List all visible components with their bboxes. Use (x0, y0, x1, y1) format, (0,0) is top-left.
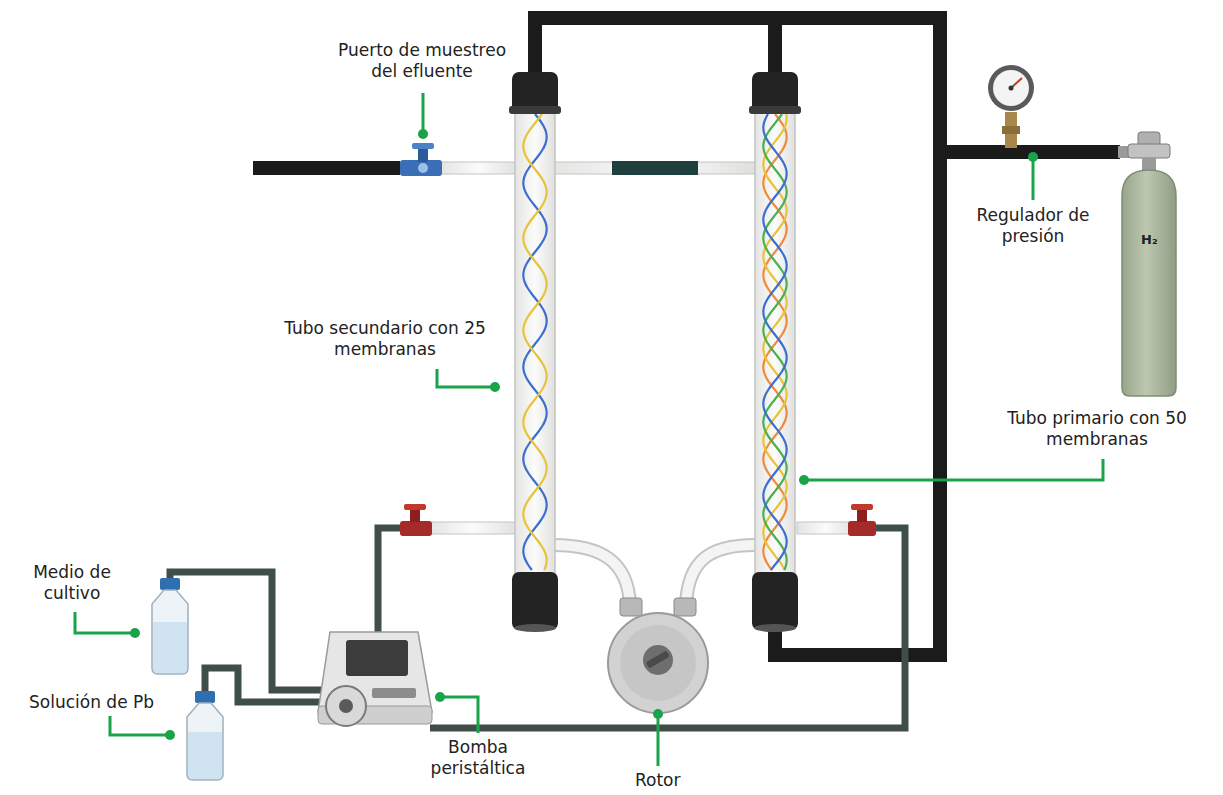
medium-hose (170, 572, 322, 690)
callout-label: Bomba peristáltica (415, 737, 541, 778)
callout-label: Solución de Pb (29, 692, 154, 713)
sampling-valve (400, 143, 442, 176)
lead-bottle (187, 691, 223, 780)
pump-head (326, 686, 366, 726)
callout-label: Medio de cultivo (22, 562, 122, 603)
effluent-glass-tube (440, 162, 518, 174)
rubber-cap (514, 624, 556, 632)
rotor-tube (553, 545, 755, 605)
rubber-cap (509, 106, 561, 114)
outlet-glass-tube (797, 522, 855, 534)
pressure-regulator (988, 65, 1034, 148)
hydrogen-cylinder (1118, 132, 1176, 396)
lead-hose (205, 668, 322, 702)
recirculation-hose (430, 528, 905, 728)
inlet-glass-tube (428, 522, 518, 534)
rubber-cap (754, 624, 796, 632)
inlet-valve (400, 504, 432, 536)
rubber-cap (752, 572, 798, 630)
leader-dot (130, 129, 1038, 740)
membrane-fiber (763, 114, 786, 570)
callout-label: Rotor (635, 770, 681, 791)
rotor (608, 598, 708, 713)
membrane-bundle (763, 114, 786, 570)
membrane-fiber (763, 114, 786, 570)
effluent-hose (253, 161, 400, 175)
callout-label: Puerto de muestreo del efluente (324, 40, 520, 81)
leader-line (75, 93, 1103, 766)
membrane-fiber (523, 114, 546, 570)
pump-screen (346, 640, 408, 676)
callout-label: Tubo secundario con 25 membranas (279, 318, 491, 359)
cylinder-label: H₂ (1141, 232, 1158, 248)
membrane-fiber (763, 114, 786, 570)
secondary-tube (509, 72, 561, 632)
rubber-cap (512, 572, 558, 630)
medium-bottle (152, 578, 188, 674)
bridge-hose (612, 161, 698, 175)
gas-hose-branch (768, 18, 782, 78)
membrane-bundle (523, 114, 546, 570)
bridge-glass-tube (553, 162, 755, 174)
gas-hose-loop (535, 18, 940, 655)
rubber-cap (749, 106, 801, 114)
membrane-fiber (763, 114, 786, 570)
callout-label: Tubo primario con 50 membranas (986, 408, 1208, 449)
inlet-hose (378, 528, 402, 634)
peristaltic-pump (318, 632, 432, 726)
outlet-valve (848, 504, 876, 536)
primary-tube (749, 72, 801, 632)
gas-hose (253, 18, 1120, 655)
membrane-fiber (523, 114, 546, 570)
callout-label: Regulador de presión (958, 205, 1108, 246)
